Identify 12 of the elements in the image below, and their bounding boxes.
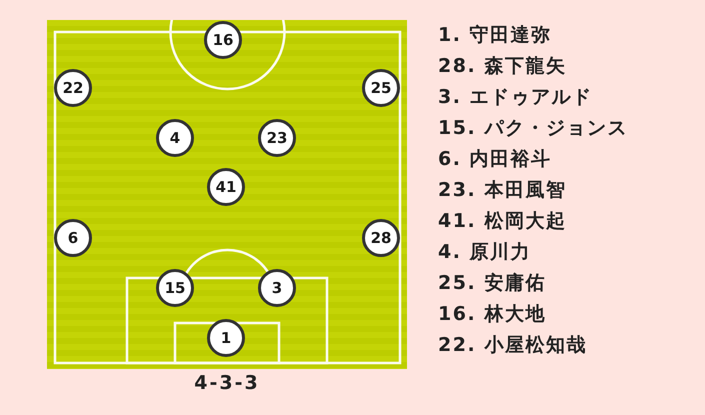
player-name: 41. 松岡大起 — [438, 210, 566, 232]
player-name: 22. 小屋松知哉 — [438, 334, 587, 356]
player-name: 28. 森下龍矢 — [438, 54, 566, 76]
player-name: 3. エドゥアルド — [438, 86, 593, 108]
formation-label: 4-3-3 — [194, 372, 260, 394]
player-name: 4. 原川力 — [438, 240, 532, 262]
player-name: 1. 守田達弥 — [438, 24, 552, 46]
player-name: 16. 林大地 — [438, 302, 546, 324]
player-name: 6. 内田裕斗 — [438, 148, 552, 170]
player-name: 15. パク・ジョンス — [438, 116, 628, 138]
player-name: 25. 安庸佑 — [438, 272, 546, 294]
player-name: 23. 本田風智 — [438, 178, 566, 200]
